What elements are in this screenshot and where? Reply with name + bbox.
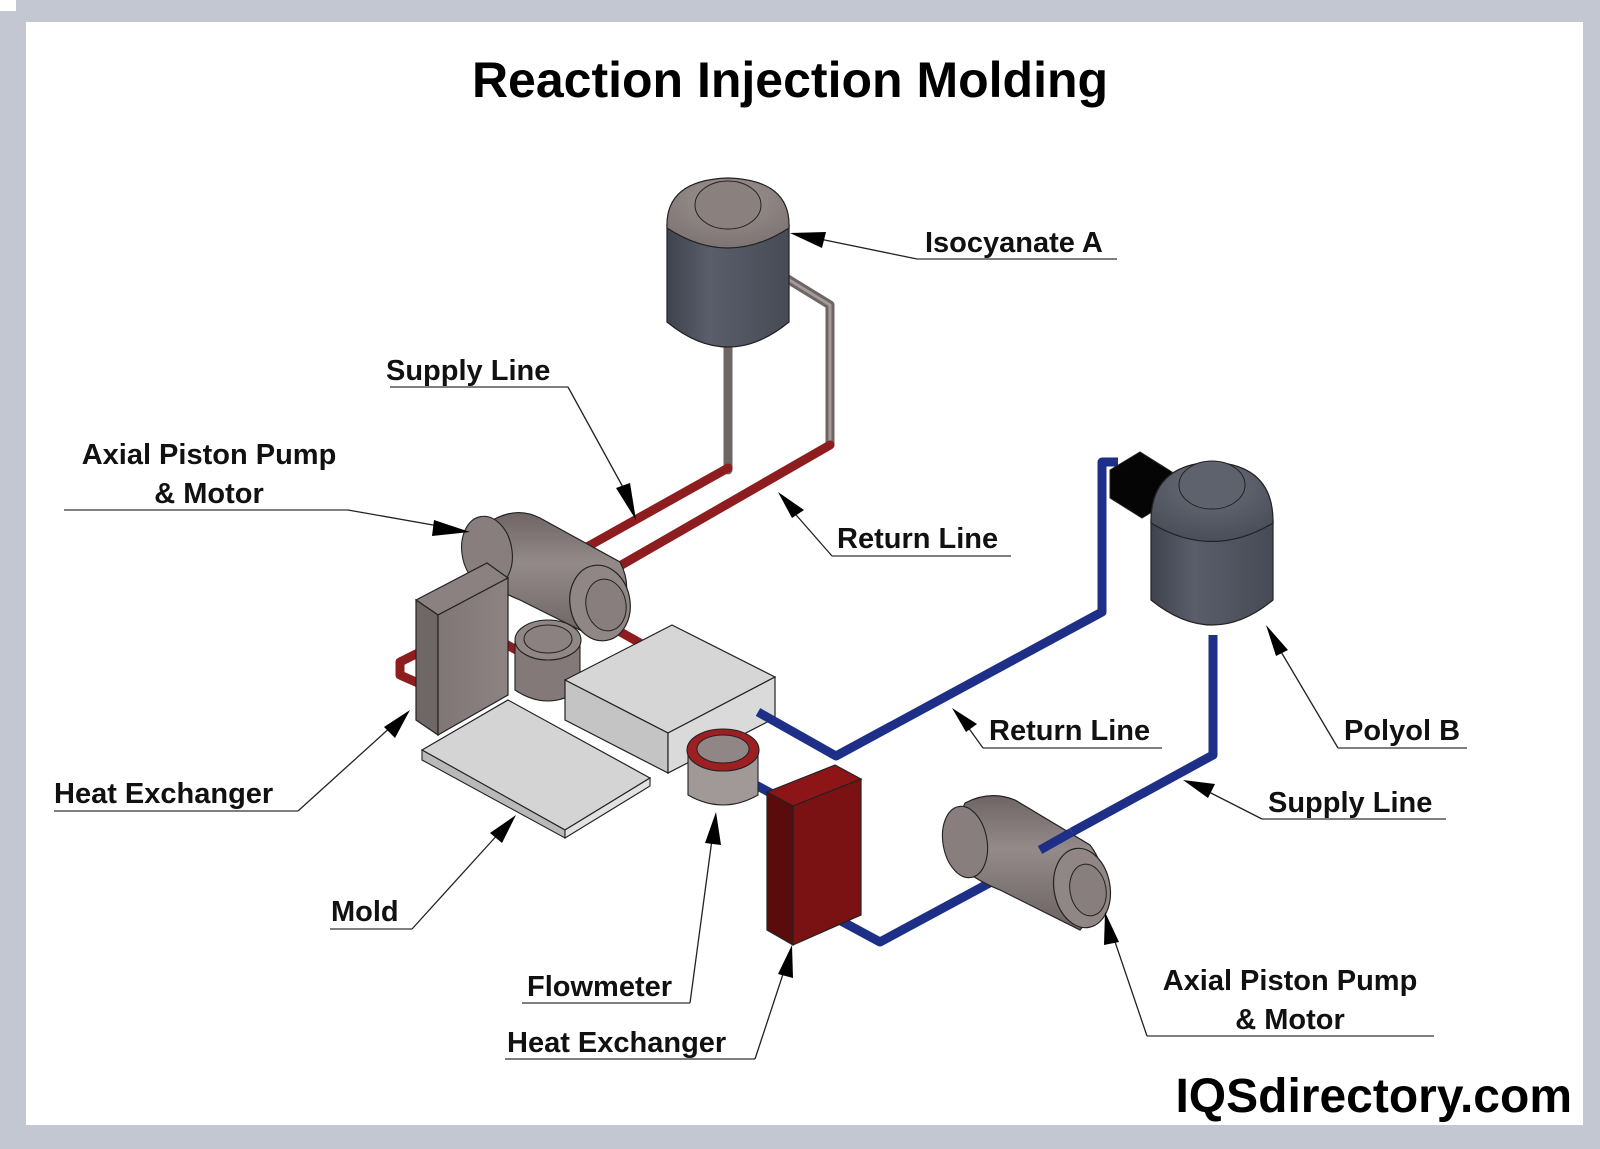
callout-pump-motor-a: Axial Piston Pump & Motor: [64, 439, 470, 536]
callout-supply-line-a: Supply Line: [386, 355, 636, 520]
callout-flowmeter: Flowmeter: [522, 812, 721, 1004]
callout-return-line-b: Return Line: [952, 708, 1162, 749]
arrow-icon: [432, 520, 470, 536]
callout-heat-exchanger-b: Heat Exchanger: [505, 945, 793, 1060]
arrow-icon: [778, 945, 793, 978]
mold: [420, 624, 777, 839]
callout-return-line-a: Return Line: [778, 492, 1011, 557]
arrow-icon: [1104, 912, 1119, 945]
frame-corner: [0, 0, 16, 11]
label-heat-exchanger-b: Heat Exchanger: [507, 1027, 726, 1059]
supply-line-b-pipe: [1069, 635, 1218, 836]
callout-polyol-b: Polyol B: [1266, 625, 1467, 749]
arrow-icon: [384, 710, 410, 738]
pump-motor-b: [941, 795, 1112, 931]
arrow-icon: [490, 815, 516, 843]
arrow-icon: [616, 483, 636, 520]
label-supply-line-b: Supply Line: [1268, 787, 1432, 819]
brand-watermark: IQSdirectory.com: [1175, 1070, 1572, 1123]
flowmeter: [686, 728, 760, 806]
label-return-line-b: Return Line: [989, 715, 1150, 747]
callout-heat-exchanger-a: Heat Exchanger: [54, 710, 410, 812]
supply-line-a-pipe: [573, 463, 733, 557]
label-return-line-a: Return Line: [837, 523, 998, 555]
label-heat-exchanger-a: Heat Exchanger: [54, 778, 273, 810]
label-pump-motor-a-line1: Axial Piston Pump: [82, 439, 337, 471]
page-title: Reaction Injection Molding: [472, 52, 1108, 108]
callout-isocyanate-a: Isocyanate A: [790, 227, 1117, 260]
arrow-icon: [790, 232, 826, 248]
label-polyol-b: Polyol B: [1344, 715, 1460, 747]
callout-mold: Mold: [330, 815, 516, 930]
label-isocyanate-a: Isocyanate A: [925, 227, 1103, 259]
label-flowmeter: Flowmeter: [527, 971, 672, 1003]
heat-exchanger-a: [414, 562, 510, 737]
label-pump-motor-b-line1: Axial Piston Pump: [1163, 965, 1418, 997]
label-supply-line-a: Supply Line: [386, 355, 550, 387]
arrow-icon: [1266, 625, 1288, 656]
isocyanate-a-tank: [666, 177, 835, 475]
b-lines: [749, 457, 1218, 947]
label-pump-motor-b-line2: & Motor: [1235, 1004, 1345, 1036]
arrow-icon: [778, 492, 804, 518]
polyol-b-tank: [1109, 451, 1274, 626]
callout-supply-line-b: Supply Line: [1183, 780, 1446, 820]
label-pump-motor-a-line2: & Motor: [154, 478, 264, 510]
arrow-icon: [705, 812, 721, 845]
arrow-icon: [1183, 780, 1215, 798]
heat-exchanger-b: [765, 764, 863, 947]
diagram-panel: [26, 22, 1583, 1125]
arrow-icon: [952, 708, 977, 732]
label-mold: Mold: [331, 896, 399, 928]
callout-pump-motor-b: Axial Piston Pump & Motor: [1104, 912, 1434, 1037]
return-line-b-pipe: [755, 457, 1118, 761]
